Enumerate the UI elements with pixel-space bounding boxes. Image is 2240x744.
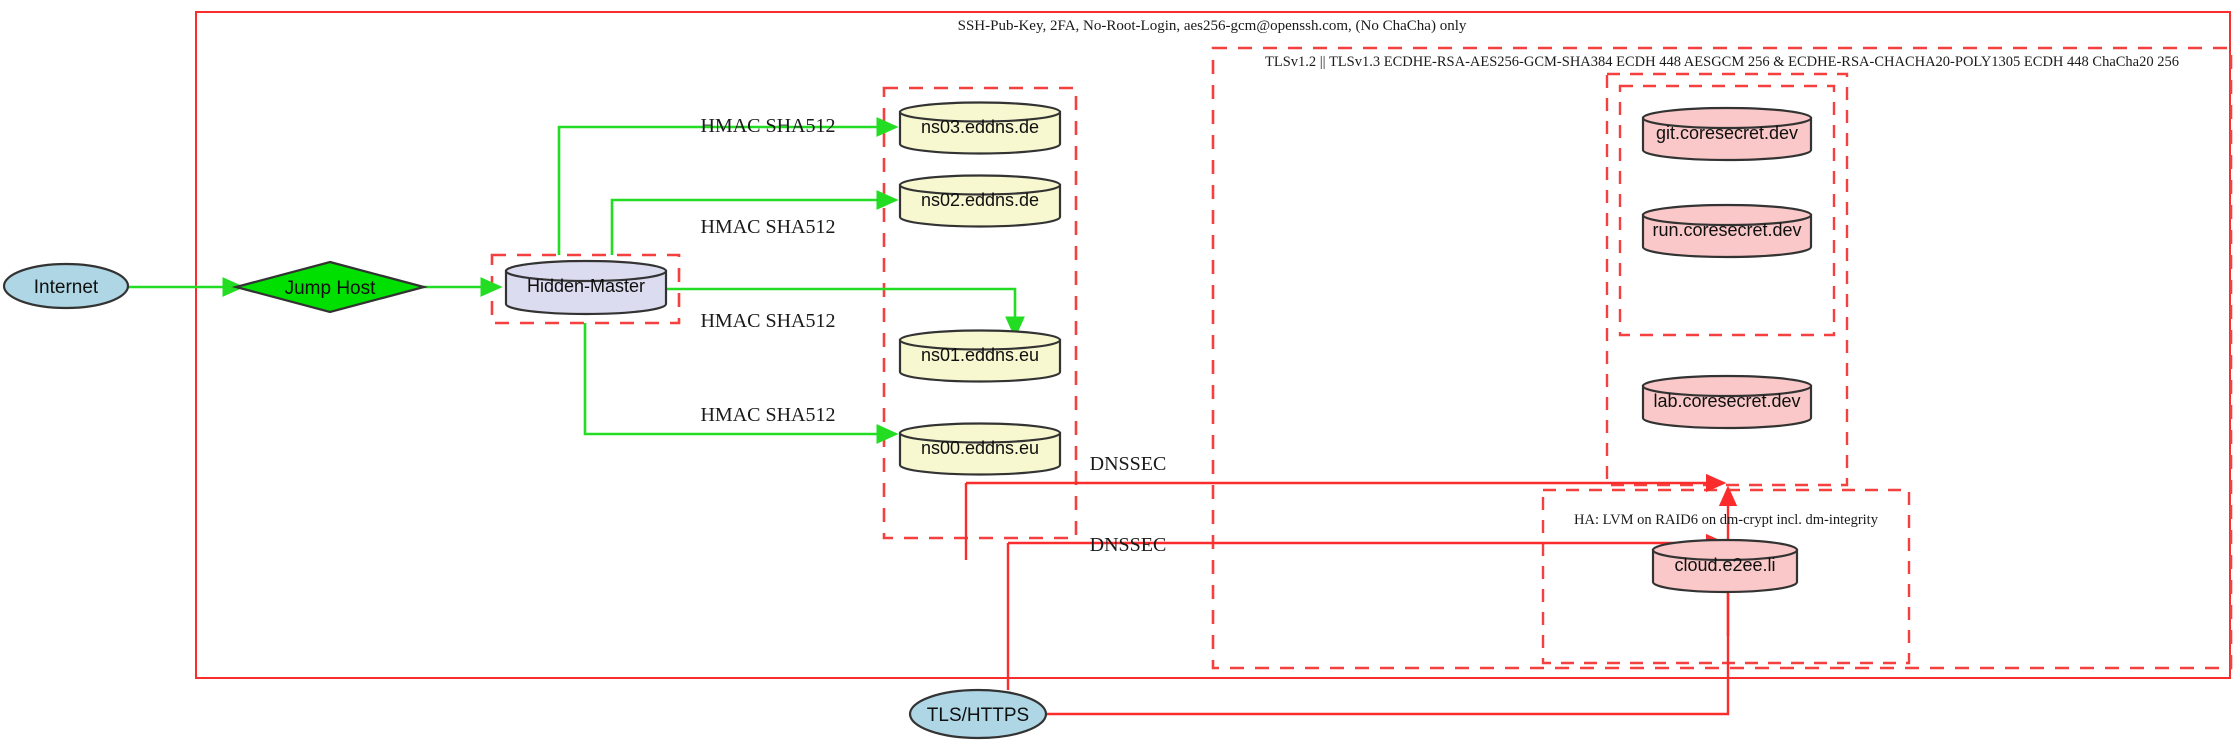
ssh-boundary-label: SSH-Pub-Key, 2FA, No-Root-Login, aes256-… — [958, 18, 1467, 34]
edge-label-hmac-ns00: HMAC SHA512 — [700, 404, 835, 426]
ns03-cylinder-body — [898, 110, 1062, 155]
run-label: run.coresecret.dev — [1652, 220, 1801, 240]
hidden-master-cylinder-top — [504, 259, 668, 283]
ssh-boundary-outline — [195, 11, 2231, 679]
edge-label-hmac-ns03: HMAC SHA512 — [700, 115, 835, 137]
ns03-cylinder-top — [898, 101, 1062, 123]
ns03-label: ns03.eddns.de — [921, 117, 1039, 137]
jump-host-diamond-shape — [231, 260, 429, 314]
edge-hidden-master-to-ns00 — [583, 323, 899, 444]
node-lab-coresecret[interactable]: lab.coresecret.dev — [1641, 374, 1813, 430]
lab-cylinder-body — [1641, 384, 1813, 430]
run-cylinder-body — [1641, 213, 1813, 259]
lab-cylinder-top — [1641, 374, 1813, 398]
lab-label: lab.coresecret.dev — [1653, 391, 1800, 411]
node-cloud-e2ee[interactable]: cloud.e2ee.li — [1651, 538, 1799, 594]
tls-boundary-label: TLSv1.2 || TLSv1.3 ECDHE-RSA-AES256-GCM-… — [1265, 54, 2179, 70]
run-cylinder-top — [1641, 203, 1813, 227]
git-cylinder-top — [1641, 106, 1813, 130]
cloud-cylinder-top — [1651, 538, 1799, 562]
internet-ellipse-shape — [2, 262, 130, 310]
node-run-coresecret[interactable]: run.coresecret.dev — [1641, 203, 1813, 259]
hidden-master-cylinder-body — [504, 269, 668, 316]
nameserver-boundary-outline — [882, 86, 1078, 540]
node-hidden-master[interactable]: Hidden-Master — [504, 259, 668, 316]
ha-boundary-outline — [1541, 488, 1911, 665]
node-git-coresecret[interactable]: git.coresecret.dev — [1641, 106, 1813, 162]
edge-tls-https-right — [1046, 700, 1730, 716]
hidden-master-label: Hidden-Master — [527, 276, 645, 296]
ns00-cylinder-body — [898, 431, 1062, 476]
coresecret-outer-boundary-region — [1605, 72, 1849, 487]
jump-host-label: Jump Host — [285, 278, 377, 299]
nameserver-boundary-region — [882, 86, 1078, 540]
coresecret-outer-boundary-outline — [1605, 72, 1849, 487]
edge-label-hmac-ns02: HMAC SHA512 — [700, 216, 835, 238]
node-ns01[interactable]: ns01.eddns.eu — [898, 329, 1062, 383]
cloud-cylinder-body — [1651, 548, 1799, 594]
node-ns03[interactable]: ns03.eddns.de — [898, 101, 1062, 155]
ns01-cylinder-top — [898, 329, 1062, 351]
ns01-cylinder-body — [898, 338, 1062, 383]
git-label: git.coresecret.dev — [1656, 123, 1798, 143]
node-jump-host[interactable]: Jump Host — [231, 260, 429, 314]
edge-label-dnssec-lower: DNSSEC — [1090, 534, 1167, 556]
edge-label-dnssec-upper: DNSSEC — [1090, 453, 1167, 475]
ns02-cylinder-body — [898, 183, 1062, 228]
node-internet[interactable]: Internet — [2, 262, 130, 310]
node-ns02[interactable]: ns02.eddns.de — [898, 174, 1062, 228]
ssh-boundary-region — [195, 11, 2231, 679]
edge-hidden-master-to-ns03 — [557, 117, 899, 255]
cloud-label: cloud.e2ee.li — [1674, 555, 1775, 575]
edge-hidden-master-to-ns02 — [610, 190, 899, 255]
ns00-label: ns00.eddns.eu — [921, 438, 1039, 458]
internet-label: Internet — [34, 277, 99, 298]
ns01-label: ns01.eddns.eu — [921, 345, 1039, 365]
ns02-cylinder-top — [898, 174, 1062, 196]
tls-https-label: TLS/HTTPS — [927, 705, 1029, 726]
ns02-label: ns02.eddns.de — [921, 190, 1039, 210]
tls-https-ellipse-shape — [908, 688, 1048, 740]
ha-boundary-label: HA: LVM on RAID6 on dm-crypt incl. dm-in… — [1574, 512, 1879, 528]
ns00-cylinder-top — [898, 422, 1062, 444]
tls-boundary-region — [1211, 46, 2233, 670]
ha-boundary-region — [1541, 488, 1911, 665]
edge-hidden-master-to-ns01 — [666, 287, 1025, 339]
node-ns00[interactable]: ns00.eddns.eu — [898, 422, 1062, 476]
edge-label-hmac-ns01: HMAC SHA512 — [700, 310, 835, 332]
git-cylinder-body — [1641, 116, 1813, 162]
tls-boundary-outline — [1211, 46, 2233, 670]
node-tls-https[interactable]: TLS/HTTPS — [908, 688, 1048, 740]
